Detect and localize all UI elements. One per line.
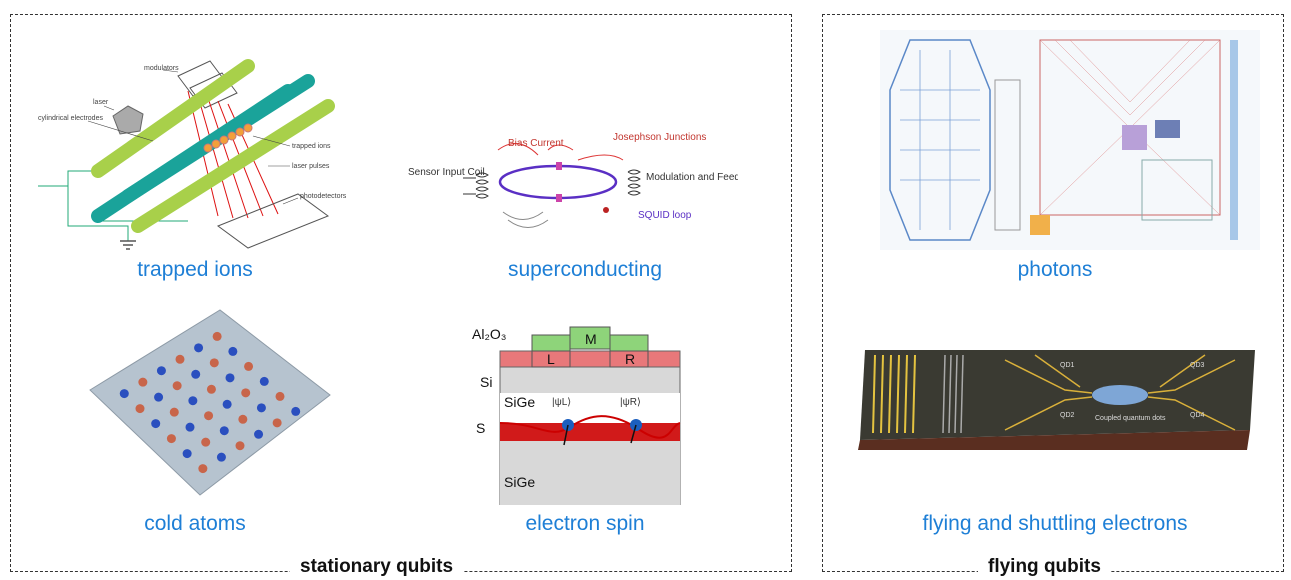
label-psi-right: |ψR⟩ [620,397,641,408]
superconducting-panel: Bias Current Josephson Junctions Sensor … [408,120,797,250]
stationary-qubits-title: stationary qubits [290,556,464,578]
lattice-atom [172,381,182,391]
lattice-atom [254,429,264,439]
lattice-atom [291,406,301,416]
label-josephson-junctions: Josephson Junctions [613,132,706,143]
label-modulation-feedback: Modulation and Feedback Signals [646,172,738,183]
lattice-atom [275,391,285,401]
label-qd1: QD1 [1060,362,1075,369]
label-gate-m: M [585,331,597,347]
label-cylindrical-electrodes: cylindrical electrodes [38,115,103,122]
label-trapped-ions: trapped ions [292,143,331,150]
photons-panel [880,30,1260,250]
flying-electrons-panel: QD1 QD2 QD3 QD4 Coupled quantum dots [855,345,1255,455]
lattice-atom [256,403,266,413]
lattice-atom [191,369,201,379]
lattice-atom [201,437,211,447]
lattice-atom [151,419,161,429]
lattice-atom [135,404,145,414]
lattice-atom [156,366,166,376]
label-bias-current: Bias Current [508,138,564,149]
lattice-atom [259,376,269,386]
cold-atoms-panel [80,300,340,505]
electron-spin-panel: Al₂O₃ M L R Si SiGe S SiGe |ψL⟩ |ψR⟩ [440,315,700,506]
flying-electrons-diagram: QD1 QD2 QD3 QD4 Coupled quantum dots [858,350,1255,450]
caption-superconducting: superconducting [507,258,663,281]
label-qd2: QD2 [1060,412,1075,419]
lattice-atom [225,373,235,383]
lattice-atom [206,384,216,394]
optical-lattice-diagram [89,309,331,496]
trapped-ions-panel: modulators laser cylindrical electrodes … [28,26,358,256]
lattice-atom [244,361,254,371]
label-sige-bottom: SiGe [504,474,535,490]
label-gate-r: R [625,351,635,367]
lattice-atom [188,396,198,406]
lattice-atom [138,377,148,387]
label-sige-top: SiGe [504,394,535,410]
lattice-atom [185,422,195,432]
label-al2o3: Al₂O₃ [472,326,506,342]
lattice-atom [166,434,176,444]
label-si: Si [480,374,492,390]
photonic-chip-diagram [880,30,1260,250]
lattice-atom [169,407,179,417]
electron-spin-diagram: Al₂O₃ M L R Si SiGe S SiGe |ψL⟩ |ψR⟩ [472,326,681,506]
label-psi-left: |ψL⟩ [552,397,571,408]
lattice-atom [212,331,222,341]
caption-trapped-ions: trapped ions [137,258,253,281]
label-gate-l: L [547,351,555,367]
lattice-atom [272,418,282,428]
superconducting-diagram: Bias Current Josephson Junctions Sensor … [408,132,797,228]
label-s: S [476,420,485,436]
caption-photons: photons [1017,258,1093,281]
lattice-atom [216,452,226,462]
lattice-atom [198,464,208,474]
lattice-atom [119,389,129,399]
label-modulators: modulators [144,65,179,72]
lattice-atom [241,388,251,398]
lattice-atom [235,441,245,451]
lattice-atom [175,354,185,364]
lattice-atom [238,414,248,424]
lattice-atom [219,426,229,436]
lattice-atom [194,343,204,353]
label-sensor-input-coil: Sensor Input Coil [408,167,485,178]
label-laser-pulses: laser pulses [292,163,330,170]
label-photodetectors: photodetectors [300,193,347,200]
lattice-atom [154,392,164,402]
label-qd4: QD4 [1190,412,1205,419]
lattice-atom [209,358,219,368]
label-squid-loop: SQUID loop [638,210,692,221]
flying-qubits-title: flying qubits [978,556,1111,578]
label-qd3: QD3 [1190,362,1205,369]
label-laser: laser [93,99,109,106]
caption-electron-spin: electron spin [525,512,645,535]
caption-cold-atoms: cold atoms [144,512,246,535]
trapped-ions-diagram: modulators laser cylindrical electrodes … [38,59,347,250]
lattice-atom [228,346,238,356]
lattice-atom [222,399,232,409]
lattice-atom [182,449,192,459]
lattice-atom [204,411,214,421]
label-coupled-dots: Coupled quantum dots [1095,415,1166,422]
caption-flying-electrons: flying and shuttling electrons [922,512,1188,535]
